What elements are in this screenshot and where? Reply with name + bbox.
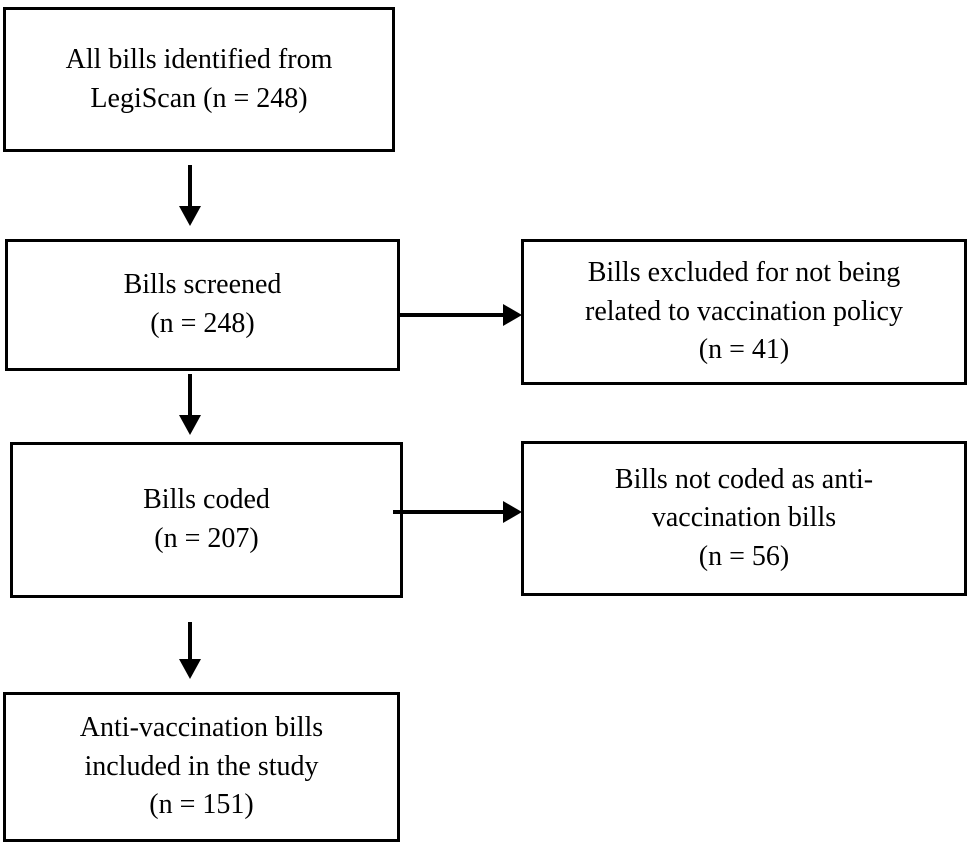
arrow-identified-to-screened-icon xyxy=(179,165,201,226)
node-bills-not-coded: Bills not coded as anti- vaccination bil… xyxy=(521,441,967,596)
arrow-coded-to-included-icon xyxy=(179,622,201,679)
node-bills-screened: Bills screened (n = 248) xyxy=(5,239,400,371)
arrow-screened-to-excluded-icon xyxy=(398,304,522,326)
node-bills-excluded: Bills excluded for not being related to … xyxy=(521,239,967,385)
node-bills-identified: All bills identified from LegiScan (n = … xyxy=(3,7,395,152)
node-bills-included: Anti-vaccination bills included in the s… xyxy=(3,692,400,842)
arrow-coded-to-not-coded-icon xyxy=(393,501,522,523)
arrow-screened-to-coded-icon xyxy=(179,374,201,435)
node-bills-coded: Bills coded (n = 207) xyxy=(10,442,403,598)
